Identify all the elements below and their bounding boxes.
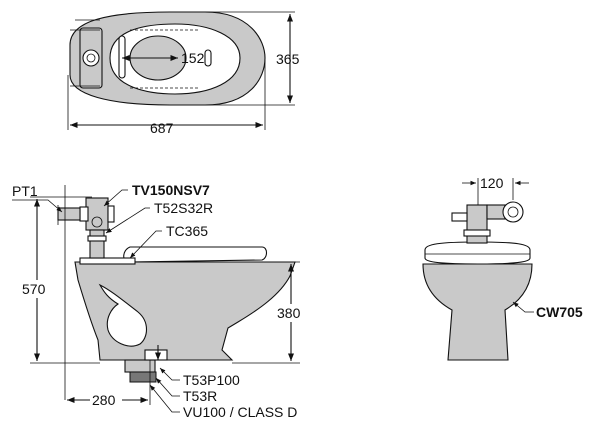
dim-height-total: 570 — [22, 281, 46, 297]
dim-hole-spacing: 152 — [181, 50, 205, 66]
front-view-valve — [466, 204, 488, 244]
front-view-bowl — [422, 263, 533, 361]
side-view-valve-body — [85, 197, 109, 231]
label-ring: T53R — [183, 388, 217, 404]
side-view-seat — [123, 246, 268, 263]
side-view-pipe — [89, 229, 105, 259]
top-view-hole-right — [204, 49, 212, 67]
side-view-wall-pipe — [57, 207, 81, 221]
dim-height-rim: 380 — [277, 305, 301, 321]
top-view-hole-left — [118, 35, 126, 79]
top-view-valve-cap — [82, 49, 100, 67]
front-view-handle — [502, 201, 524, 223]
side-view-bowl — [74, 261, 296, 361]
dim-valve-offset: 120 — [480, 175, 504, 191]
label-trap: T53P100 — [183, 372, 240, 388]
label-seat: TC365 — [166, 223, 208, 239]
label-outlet: VU100 / CLASS D — [183, 404, 297, 420]
top-view: 152 365 687 — [67, 11, 300, 136]
dim-width: 365 — [276, 51, 300, 67]
front-view-seat — [424, 241, 531, 265]
dim-rough-in: 280 — [92, 392, 116, 408]
label-flush-valve: TV150NSV7 — [132, 182, 210, 198]
side-view-outlet — [124, 359, 156, 373]
side-view-trap — [98, 283, 148, 347]
label-bowl: CW705 — [536, 304, 583, 320]
side-view: 570 380 280 PT1 TV150NSV7 T52S32R TC365 … — [12, 182, 306, 420]
dim-overall-length: 687 — [150, 120, 174, 136]
label-pipe: T52S32R — [154, 200, 213, 216]
front-view: 120 CW705 — [422, 175, 583, 361]
label-pt1: PT1 — [12, 183, 38, 199]
